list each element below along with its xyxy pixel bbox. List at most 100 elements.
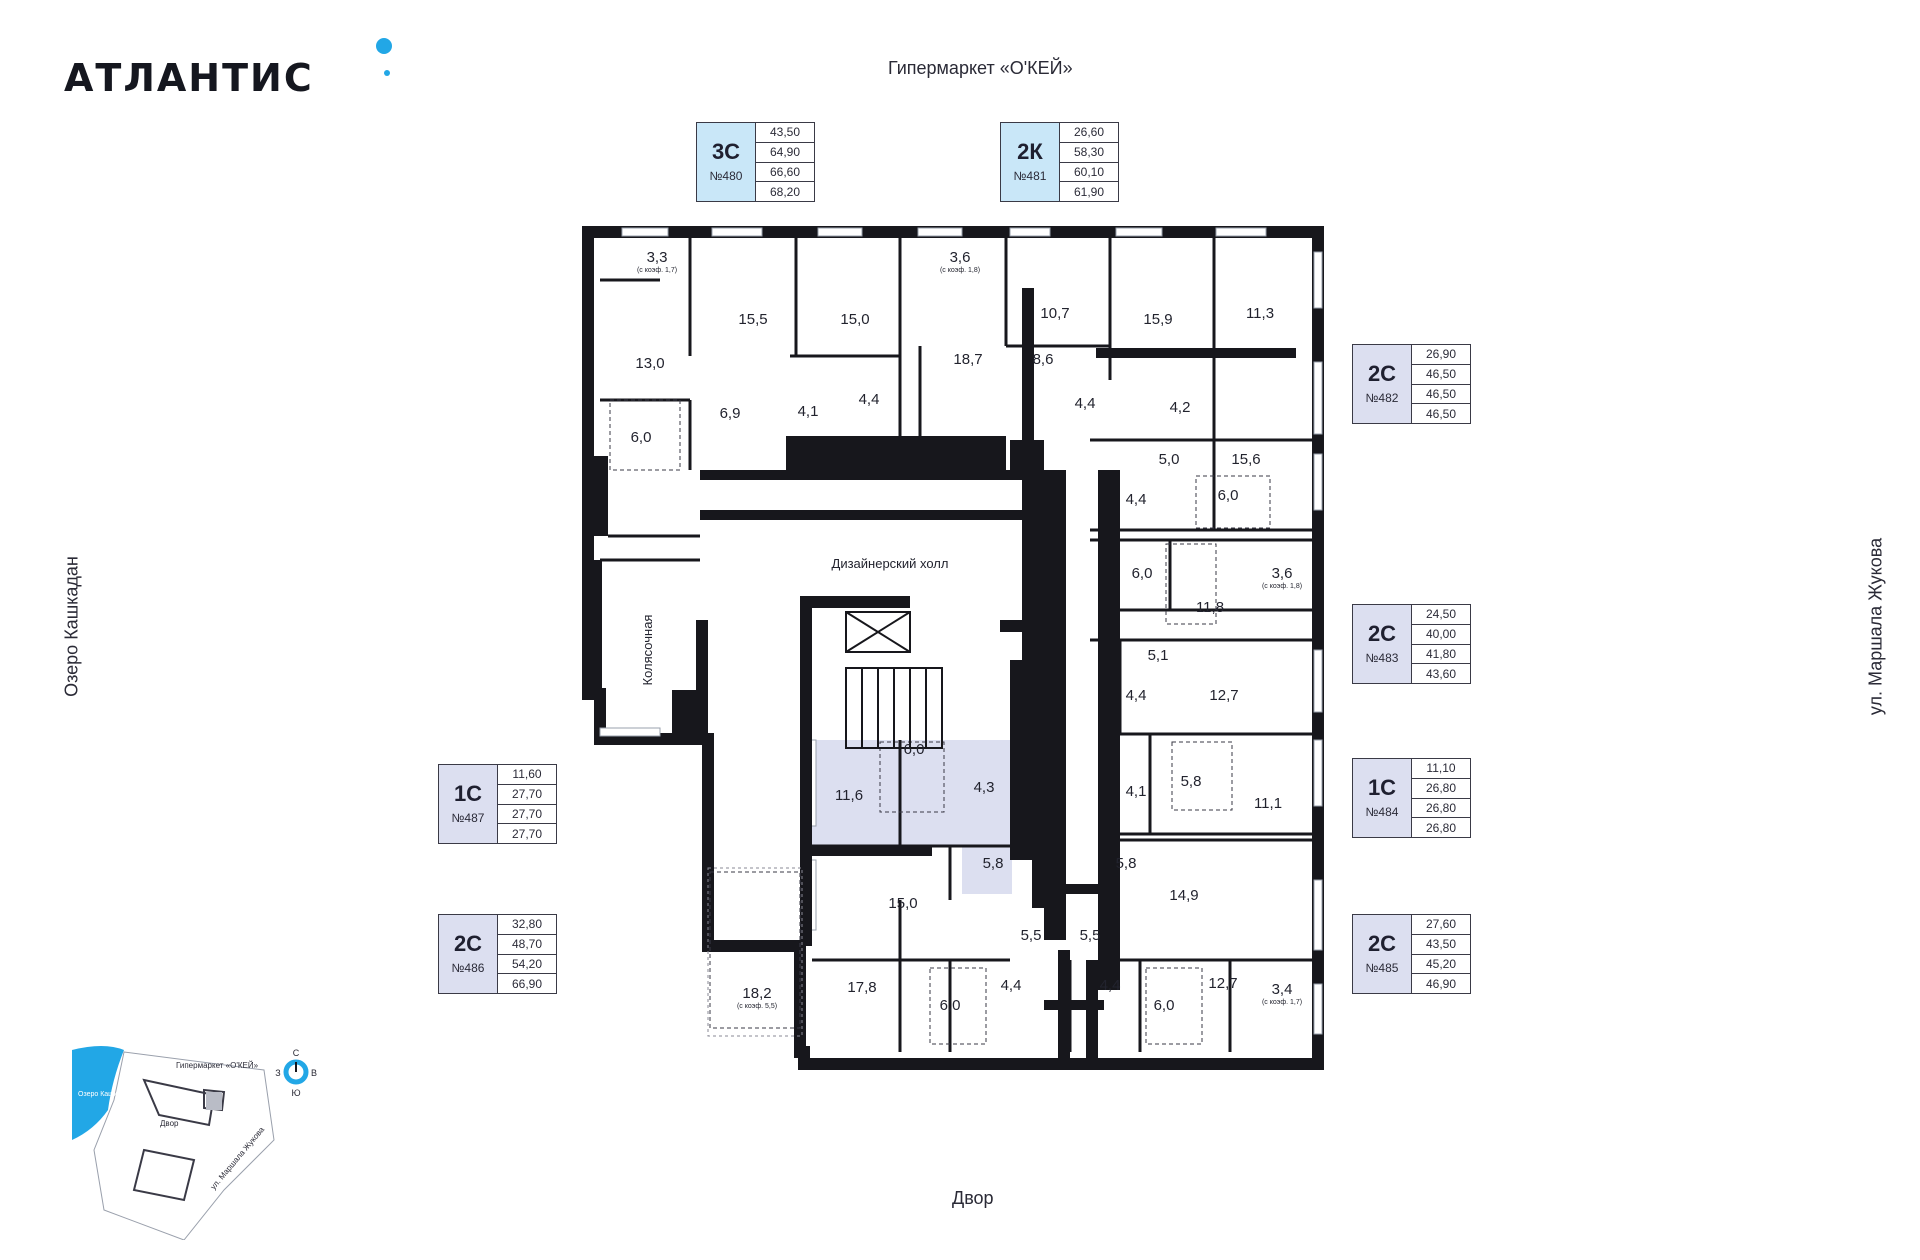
room-area: 6,0: [631, 429, 652, 446]
room-area: 5,8: [1116, 855, 1137, 872]
dashed-zones: [609, 399, 1271, 1045]
room-area: 13,0: [635, 355, 664, 372]
svg-text:З: З: [275, 1068, 280, 1078]
room-area: 12,7: [1209, 687, 1238, 704]
room-area: 17,8: [847, 979, 876, 996]
room-area: 5,5: [1080, 927, 1101, 944]
coef-note: (с коэф. 1,7): [637, 267, 677, 274]
room-area: 15,6: [1231, 451, 1260, 468]
coef-note: (с коэф. 5,5): [737, 1003, 777, 1010]
room-area: 6,0: [1218, 487, 1239, 504]
room-area: 12,7: [1208, 975, 1237, 992]
minimap-street-label: ул. Маршала Жукова: [209, 1125, 267, 1192]
svg-text:В: В: [311, 1068, 317, 1078]
room-area: 5,5: [1021, 927, 1042, 944]
minimap-store-label: Гипермаркет «О'КЕЙ»: [176, 1061, 259, 1070]
room-area: 3,6: [1272, 565, 1293, 582]
room-area: 5,1: [1148, 647, 1169, 664]
room-area: 18,2: [742, 985, 771, 1002]
room-area: 4,2: [1170, 399, 1191, 416]
room-area: 14,9: [1169, 887, 1198, 904]
svg-text:С: С: [293, 1048, 300, 1058]
room-area: 4,4: [1126, 687, 1147, 704]
room-area: 3,4: [1272, 981, 1293, 998]
room-area: 4,4: [1126, 491, 1147, 508]
label-bottom-yard: Двор: [952, 1188, 994, 1208]
room-area: 6,9: [720, 405, 741, 422]
balcony-outline: [707, 867, 803, 1037]
coef-note: (с коэф. 1,8): [1262, 583, 1302, 590]
room-area: 15,5: [738, 311, 767, 328]
room-area: 5,0: [1159, 451, 1180, 468]
coef-note: (с коэф. 1,8): [940, 267, 980, 274]
room-area: 4,4: [1075, 395, 1096, 412]
room-area: 6,0: [940, 997, 961, 1014]
room-area: 11,8: [1196, 599, 1224, 616]
room-area: 11,6: [835, 787, 863, 804]
stair-core: [845, 611, 943, 749]
room-area: 4,1: [798, 403, 819, 420]
interior-walls: [588, 288, 1296, 1066]
label-top-store: Гипермаркет «О'КЕЙ»: [888, 58, 1073, 78]
room-area: 6,0: [904, 741, 925, 758]
label-stroller-room: Колясочная: [640, 615, 655, 686]
minimap-lake: [72, 1046, 124, 1140]
partitions: [600, 236, 1318, 1052]
minimap: Озеро Кашкадан Гипермаркет «О'КЕЙ» Двор …: [72, 1046, 317, 1240]
svg-text:Ю: Ю: [291, 1088, 300, 1098]
room-area: 4,4: [1100, 977, 1121, 994]
room-area: 4,4: [859, 391, 880, 408]
room-area: 11,3: [1246, 305, 1274, 322]
coef-note: (с коэф. 1,7): [1262, 999, 1302, 1006]
room-area: 4,1: [1126, 783, 1147, 800]
room-area: 18,7: [953, 351, 982, 368]
room-area: 3,6: [950, 249, 971, 266]
room-area-labels: 3,3 15,5 15,0 3,6 10,7 15,9 11,3 13,0 18…: [631, 249, 1293, 1014]
brand-logo: АТЛАНТИС: [64, 56, 314, 100]
room-area: 4,3: [974, 779, 995, 796]
logo-dot-icon: [376, 38, 392, 54]
room-area: 6,0: [1154, 997, 1175, 1014]
label-design-hall: Дизайнерский холл: [832, 556, 949, 571]
room-area: 15,0: [840, 311, 869, 328]
room-area: 4,4: [1001, 977, 1022, 994]
room-area: 5,8: [983, 855, 1004, 872]
room-area: 5,8: [1181, 773, 1202, 790]
room-area: 15,0: [888, 895, 917, 912]
room-area: 3,3: [647, 249, 668, 266]
logo-dot-small-icon: [384, 70, 390, 76]
minimap-yard-label: Двор: [160, 1119, 179, 1128]
room-area: 6,0: [1132, 565, 1153, 582]
room-area: 11,1: [1254, 795, 1282, 812]
coefficient-notes: (с коэф. 1,7) (с коэф. 1,8) (с коэф. 1,8…: [637, 267, 1302, 1010]
minimap-lake-label: Озеро Кашкадан: [78, 1091, 133, 1098]
room-area: 8,6: [1033, 351, 1054, 368]
apartment-487-fill: [812, 740, 1012, 846]
room-area: 10,7: [1040, 305, 1069, 322]
